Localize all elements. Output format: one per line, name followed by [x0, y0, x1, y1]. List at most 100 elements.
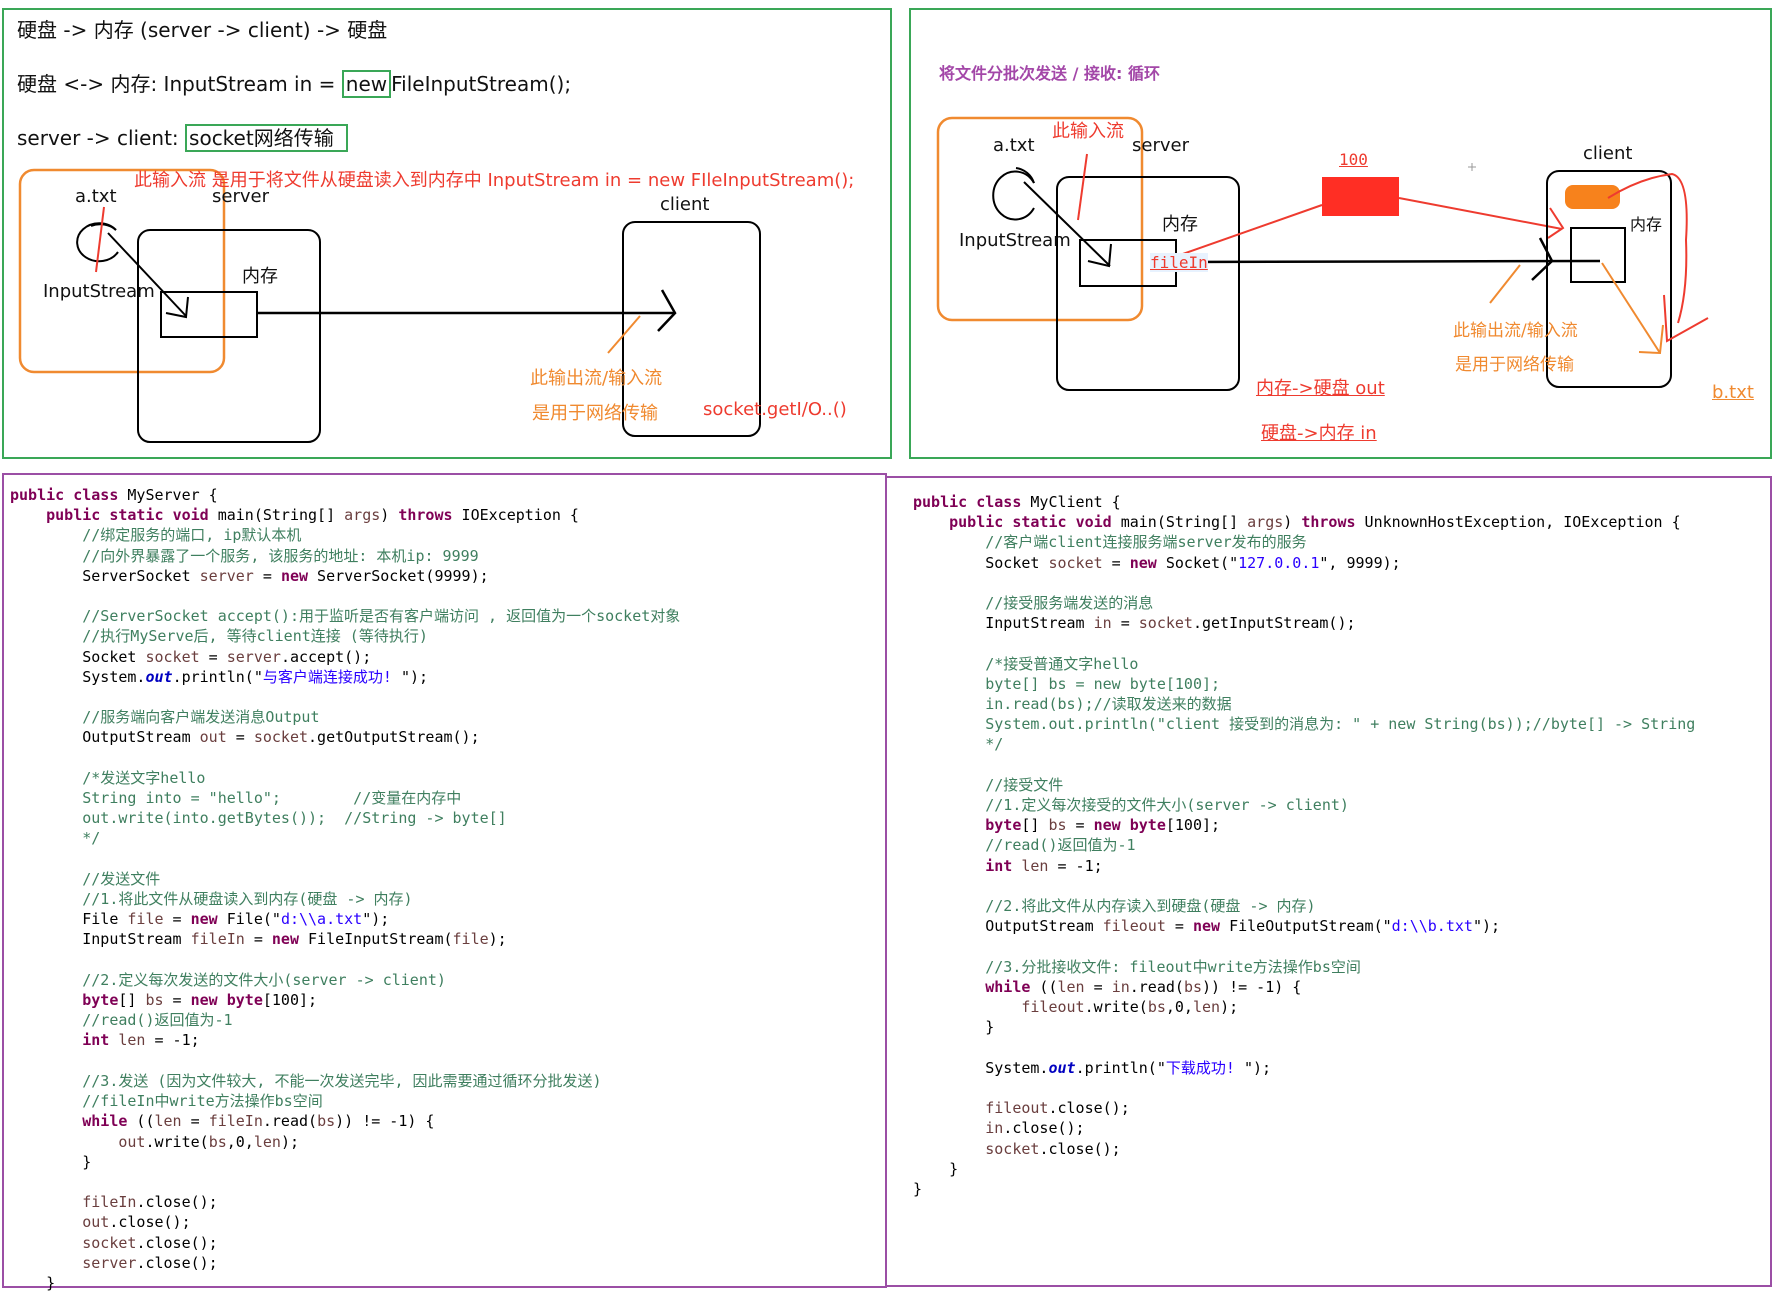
network-arrowhead	[1531, 237, 1554, 281]
network-stream-note: 此输出流/输入流	[530, 368, 663, 389]
server-code-line: //发送文件	[82, 869, 161, 888]
loop-arrow	[1607, 172, 1688, 324]
server-code-line: out.write(bs,0,len);	[118, 1132, 299, 1151]
server-code-line: //服务端向客户端发送消息Output	[82, 708, 320, 727]
network-stream-pointer	[1489, 264, 1521, 304]
file-circle-icon	[992, 170, 1035, 221]
network-stream-pointer	[607, 315, 641, 354]
server-code-line: }	[10, 1152, 92, 1171]
memory-label: 内存	[242, 266, 278, 287]
server-client-prefix: server -> client:	[17, 126, 186, 150]
server-code-line	[10, 1172, 680, 1192]
server-code-line: }	[10, 1273, 56, 1292]
cursor-crosshair-icon	[1468, 163, 1476, 171]
server-code-line: socket.close();	[82, 1233, 218, 1252]
server-code-line	[10, 1051, 680, 1071]
client-code-line: while ((len = in.read(bs)) != -1) {	[985, 977, 1302, 996]
server-code-line: byte[] bs = new byte[100];	[82, 991, 318, 1010]
server-code-line: //2.定义每次发送的文件大小(server -> client)	[82, 970, 446, 989]
client-memory-box	[1570, 227, 1626, 283]
network-arrowhead	[657, 289, 677, 332]
server-code-line: int len = -1;	[82, 1031, 200, 1050]
server-code-line: //3.发送 (因为文件较大, 不能一次发送完毕, 因此需要通过循环分批发送)	[82, 1071, 602, 1090]
client-label: client	[660, 194, 710, 215]
disk-memory-prefix: 硬盘 <-> 内存: InputStream in =	[17, 72, 342, 96]
packet-in-line	[1159, 204, 1323, 263]
server-label: server	[212, 186, 269, 207]
server-code-block: public class MyServer { public static vo…	[10, 485, 680, 1293]
batch-transfer-title: 将文件分批次发送 / 接收: 循环	[939, 64, 1160, 83]
network-purpose-note: 是用于网络传输	[1455, 355, 1574, 375]
server-code-line: //read()返回值为-1	[82, 1011, 233, 1030]
client-code-line	[913, 573, 1695, 593]
client-buffer-block	[1565, 185, 1620, 209]
server-code-line: //fileIn中write方法操作bs空间	[82, 1092, 323, 1111]
packet-size-label: 100	[1339, 150, 1368, 169]
input-region-outline	[18, 168, 226, 374]
disk-memory-suffix: FileInputStream();	[391, 72, 572, 96]
client-code-line: public class MyClient {	[913, 493, 1121, 511]
server-code-line	[10, 687, 680, 707]
network-stream-note: 此输出流/输入流	[1453, 321, 1578, 341]
client-code-block: public class MyClient { public static vo…	[913, 492, 1695, 1199]
disk-to-memory-note: 硬盘->内存 in	[1261, 423, 1377, 444]
server-box	[1056, 176, 1240, 391]
file-label: a.txt	[993, 135, 1035, 156]
client-code-panel	[885, 476, 1772, 1287]
client-code-line: socket.close();	[985, 1139, 1121, 1158]
client-label: client	[1583, 143, 1633, 164]
server-code-line: System.out.println("与客户端连接成功! ");	[10, 667, 429, 686]
client-code-line: }	[913, 1018, 995, 1037]
client-code-line: public static void main(String[] args) t…	[949, 513, 1681, 532]
socket-io-note: socket.getI/O..()	[703, 399, 847, 420]
file-to-memory-arrow	[1023, 181, 1111, 267]
server-code-line: Socket socket = server.accept();	[10, 647, 372, 666]
server-box	[137, 229, 321, 443]
memory-to-file-arrow	[1601, 262, 1661, 354]
output-file-label: b.txt	[1712, 382, 1754, 403]
client-code-line: //3.分批接收文件: fileout中write方法操作bs空间	[985, 957, 1361, 976]
client-code-line: //read()返回值为-1	[985, 836, 1136, 855]
client-code-line: }	[913, 1179, 923, 1198]
packet-block	[1322, 177, 1399, 216]
server-code-line: */	[10, 829, 101, 848]
client-code-line	[913, 1078, 1695, 1098]
client-box	[622, 221, 761, 437]
client-code-line	[913, 755, 1695, 775]
client-code-line: in.close();	[985, 1119, 1085, 1138]
client-code-line: byte[] bs = new byte[100];	[913, 674, 1221, 693]
input-stream-annotation: 此输入流 是用于将文件从硬盘读入到内存中 InputStream in = ne…	[134, 170, 855, 191]
socket-highlight: socket网络传输	[185, 124, 348, 152]
client-code-line: }	[913, 1159, 959, 1178]
client-box	[1546, 170, 1672, 388]
server-code-panel	[2, 473, 887, 1288]
server-code-line: String into = "hello"; //变量在内存中	[10, 789, 462, 808]
server-code-line: while ((len = fileIn.read(bs)) != -1) {	[82, 1112, 435, 1131]
server-code-line: OutputStream out = socket.getOutputStrea…	[10, 728, 480, 747]
server-code-line: fileIn.close();	[82, 1193, 218, 1212]
client-code-line: fileout.write(bs,0,len);	[1021, 998, 1239, 1017]
client-code-line: //接受服务端发送的消息	[985, 594, 1154, 613]
client-code-line: */	[913, 735, 1004, 754]
server-code-line	[10, 849, 680, 869]
server-code-line: //向外界暴露了一个服务, 该服务的地址: 本机ip: 9999	[82, 546, 479, 565]
client-code-line: /*接受普通文字hello	[913, 654, 1139, 673]
server-code-line: public class MyServer {	[10, 486, 218, 504]
client-code-line: in.read(bs);//读取发送来的数据	[913, 695, 1232, 714]
server-code-line: //执行MyServe后, 等待client连接 (等待执行)	[82, 627, 428, 646]
client-code-line	[913, 876, 1695, 896]
client-code-line: fileout.close();	[985, 1099, 1130, 1118]
file-label: a.txt	[75, 186, 117, 207]
client-code-line	[913, 633, 1695, 653]
client-code-line: System.out.println("下载成功! ");	[913, 1058, 1272, 1077]
input-stream-pointer	[1077, 153, 1088, 221]
client-code-line: Socket socket = new Socket("127.0.0.1", …	[913, 553, 1401, 572]
server-code-line: //1.将此文件从硬盘读入到内存(硬盘 -> 内存)	[82, 890, 413, 909]
server-code-line: out.close();	[82, 1213, 191, 1232]
client-code-line: //2.将此文件从内存读入到硬盘(硬盘 -> 内存)	[985, 897, 1316, 916]
client-code-line: //1.定义每次接受的文件大小(server -> client)	[985, 796, 1349, 815]
server-code-line	[10, 748, 680, 768]
